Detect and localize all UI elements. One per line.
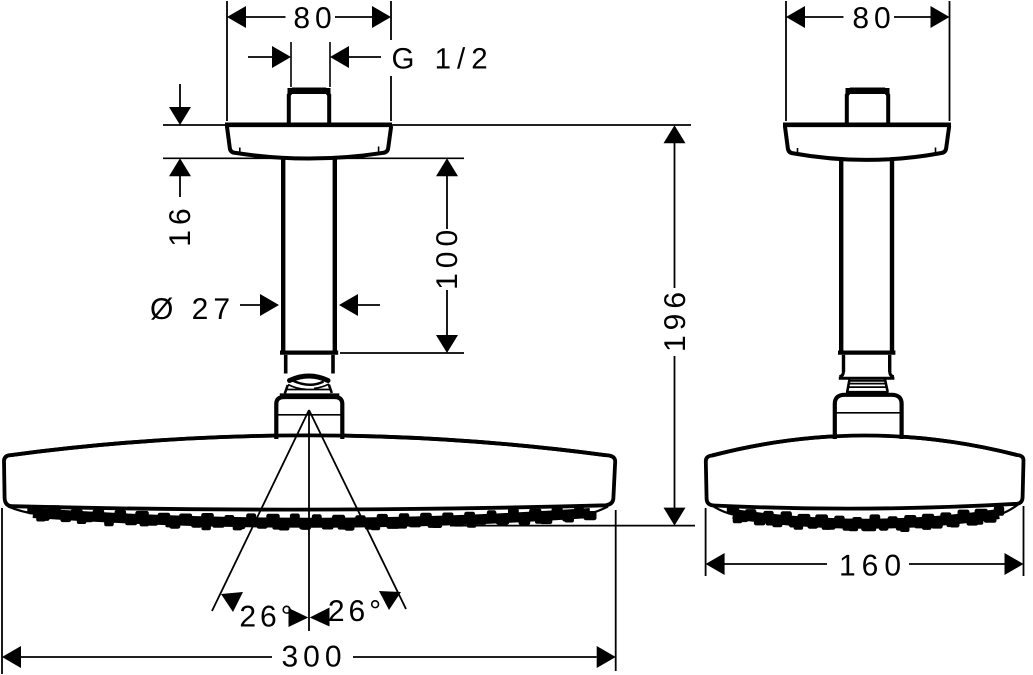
svg-text:80: 80: [293, 2, 336, 35]
svg-text:26°: 26°: [328, 595, 385, 628]
svg-text:26°: 26°: [239, 601, 296, 634]
svg-text:80: 80: [852, 2, 895, 35]
svg-text:G 1/2: G 1/2: [392, 42, 494, 75]
svg-text:16: 16: [164, 203, 197, 246]
svg-text:160: 160: [839, 549, 907, 582]
svg-text:100: 100: [431, 225, 464, 290]
svg-text:300: 300: [281, 641, 346, 674]
svg-text:Ø 27: Ø 27: [150, 293, 235, 326]
svg-text:196: 196: [659, 287, 692, 352]
